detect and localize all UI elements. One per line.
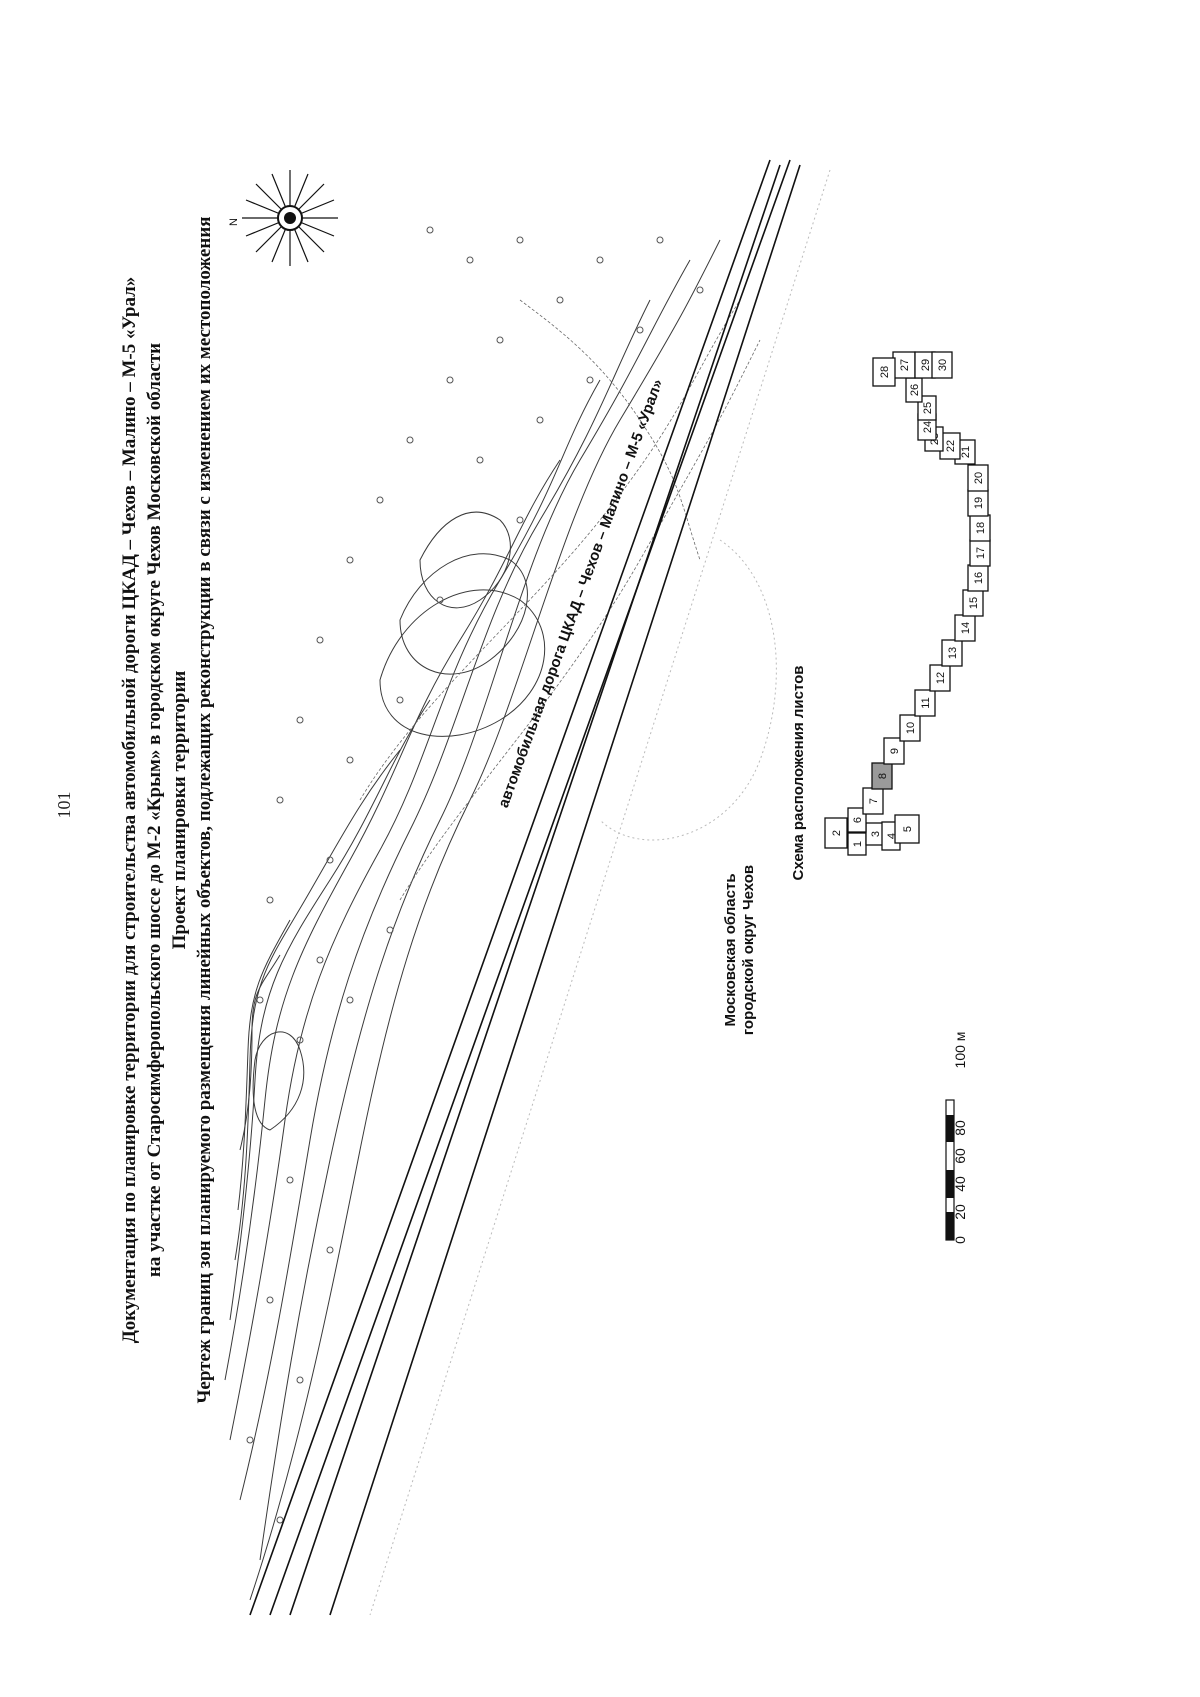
title-line-1: Документация по планировке территории дл… <box>119 277 140 1344</box>
sheet-2-label: 2 <box>831 830 843 836</box>
scale-unit-label: 100 м <box>952 1032 968 1069</box>
sheet-15-label: 15 <box>968 597 980 609</box>
scale-tick-20: 20 <box>952 1204 968 1220</box>
sheet-1-label: 1 <box>852 841 864 847</box>
sheet-9: 9 <box>883 737 905 765</box>
sheet-13-label: 13 <box>947 647 959 659</box>
sheet-1: 1 <box>847 832 867 856</box>
title-line-3: Проект планировки территории <box>169 671 190 950</box>
sheet-4-label: 4 <box>886 833 898 839</box>
sheet-11-frame <box>914 689 936 717</box>
sheet-5-frame <box>894 814 920 844</box>
sheet-27-label: 27 <box>899 359 911 371</box>
title-block: Документация по планировке территории дл… <box>119 216 215 1403</box>
sheet-17: 17 <box>969 539 991 567</box>
region-label-line-2: городской округ Чехов <box>740 865 757 1035</box>
sheet-2: 2 <box>824 817 848 849</box>
sheet-11-label: 11 <box>920 697 932 708</box>
sheet-10-label: 10 <box>905 722 917 734</box>
sheet-3: 3 <box>865 822 885 846</box>
sheet-29-label: 29 <box>920 359 932 371</box>
sheet-20-label: 20 <box>973 472 985 484</box>
scale-tick-60: 60 <box>952 1148 968 1164</box>
sheet-9-label: 9 <box>889 748 901 754</box>
sheet-5: 5 <box>894 814 920 844</box>
sheet-8: 8 <box>871 762 893 790</box>
sheet-19: 19 <box>967 489 989 517</box>
sheet-30: 30 <box>931 351 953 379</box>
sheet-13-frame <box>941 639 963 667</box>
sheet-17-label: 17 <box>975 547 987 559</box>
sheet-8-label: 8 <box>877 773 889 779</box>
sheet-5-label: 5 <box>902 826 914 832</box>
sheet-12: 12 <box>929 664 951 692</box>
scale-tick-80: 80 <box>952 1120 968 1136</box>
sheet-20: 20 <box>967 464 989 492</box>
sheet-15: 15 <box>962 589 984 617</box>
sheet-30-frame <box>931 351 953 379</box>
sheet-10-frame <box>899 714 921 742</box>
sheet-8-frame <box>871 762 893 790</box>
sheet-12-label: 12 <box>935 672 947 684</box>
sheet-19-label: 19 <box>973 497 985 509</box>
sheet-28-frame <box>872 357 896 387</box>
sheet-20-frame <box>967 464 989 492</box>
sheet-2-frame <box>824 817 848 849</box>
survey-points <box>246 226 704 1524</box>
sheet-24-label: 24 <box>922 421 934 433</box>
north-label: N <box>228 218 240 226</box>
sheet-25-label: 25 <box>922 402 934 414</box>
sheet-21-label: 21 <box>960 446 972 458</box>
sheet-27: 27 <box>892 351 916 379</box>
sheet-layout-title: Схема расположения листов <box>790 666 807 881</box>
sheet-6: 6 <box>847 807 867 833</box>
scale-tick-40: 40 <box>952 1176 968 1192</box>
sheet-13: 13 <box>941 639 963 667</box>
sheet-28: 28 <box>872 357 896 387</box>
sheet-26: 26 <box>905 377 923 403</box>
scale-bar: 0 20 40 60 80 100 м <box>945 1032 968 1244</box>
sheet-7: 7 <box>862 787 884 815</box>
sheet-11: 11 <box>914 689 936 717</box>
sheet-9-frame <box>883 737 905 765</box>
page-number: 101 <box>54 792 74 819</box>
sheet-26-label: 26 <box>909 384 921 396</box>
sheet-6-label: 6 <box>852 817 864 823</box>
sheet-12-frame <box>929 664 951 692</box>
sheet-layout-scheme: 1234567891011121314151617181920212223242… <box>824 351 991 856</box>
sheet-25: 25 <box>917 395 937 421</box>
title-line-4: Чертеж границ зон планируемого размещени… <box>194 216 215 1403</box>
contour-lines <box>224 239 761 1601</box>
sheet-16-label: 16 <box>973 572 985 584</box>
sheet-29: 29 <box>914 351 936 379</box>
sheet-16: 16 <box>967 564 989 592</box>
compass-rose-icon: N <box>228 170 338 266</box>
sheet-28-label: 28 <box>879 366 891 378</box>
region-label-line-1: Московская область <box>722 873 739 1026</box>
sheet-14-label: 14 <box>960 622 972 634</box>
sheet-14: 14 <box>954 614 976 642</box>
sheet-6-frame <box>847 807 867 833</box>
sheet-10: 10 <box>899 714 921 742</box>
highway <box>249 159 831 1616</box>
sheet-30-label: 30 <box>937 359 949 371</box>
sheet-3-label: 3 <box>870 831 882 837</box>
title-line-2: на участке от Старосимферопольского шосс… <box>144 343 165 1277</box>
scale-tick-0: 0 <box>952 1236 968 1244</box>
sheet-7-label: 7 <box>868 798 880 804</box>
sheet-18: 18 <box>969 514 991 542</box>
sheet-22-label: 22 <box>945 440 957 452</box>
sheet-18-label: 18 <box>975 522 987 534</box>
